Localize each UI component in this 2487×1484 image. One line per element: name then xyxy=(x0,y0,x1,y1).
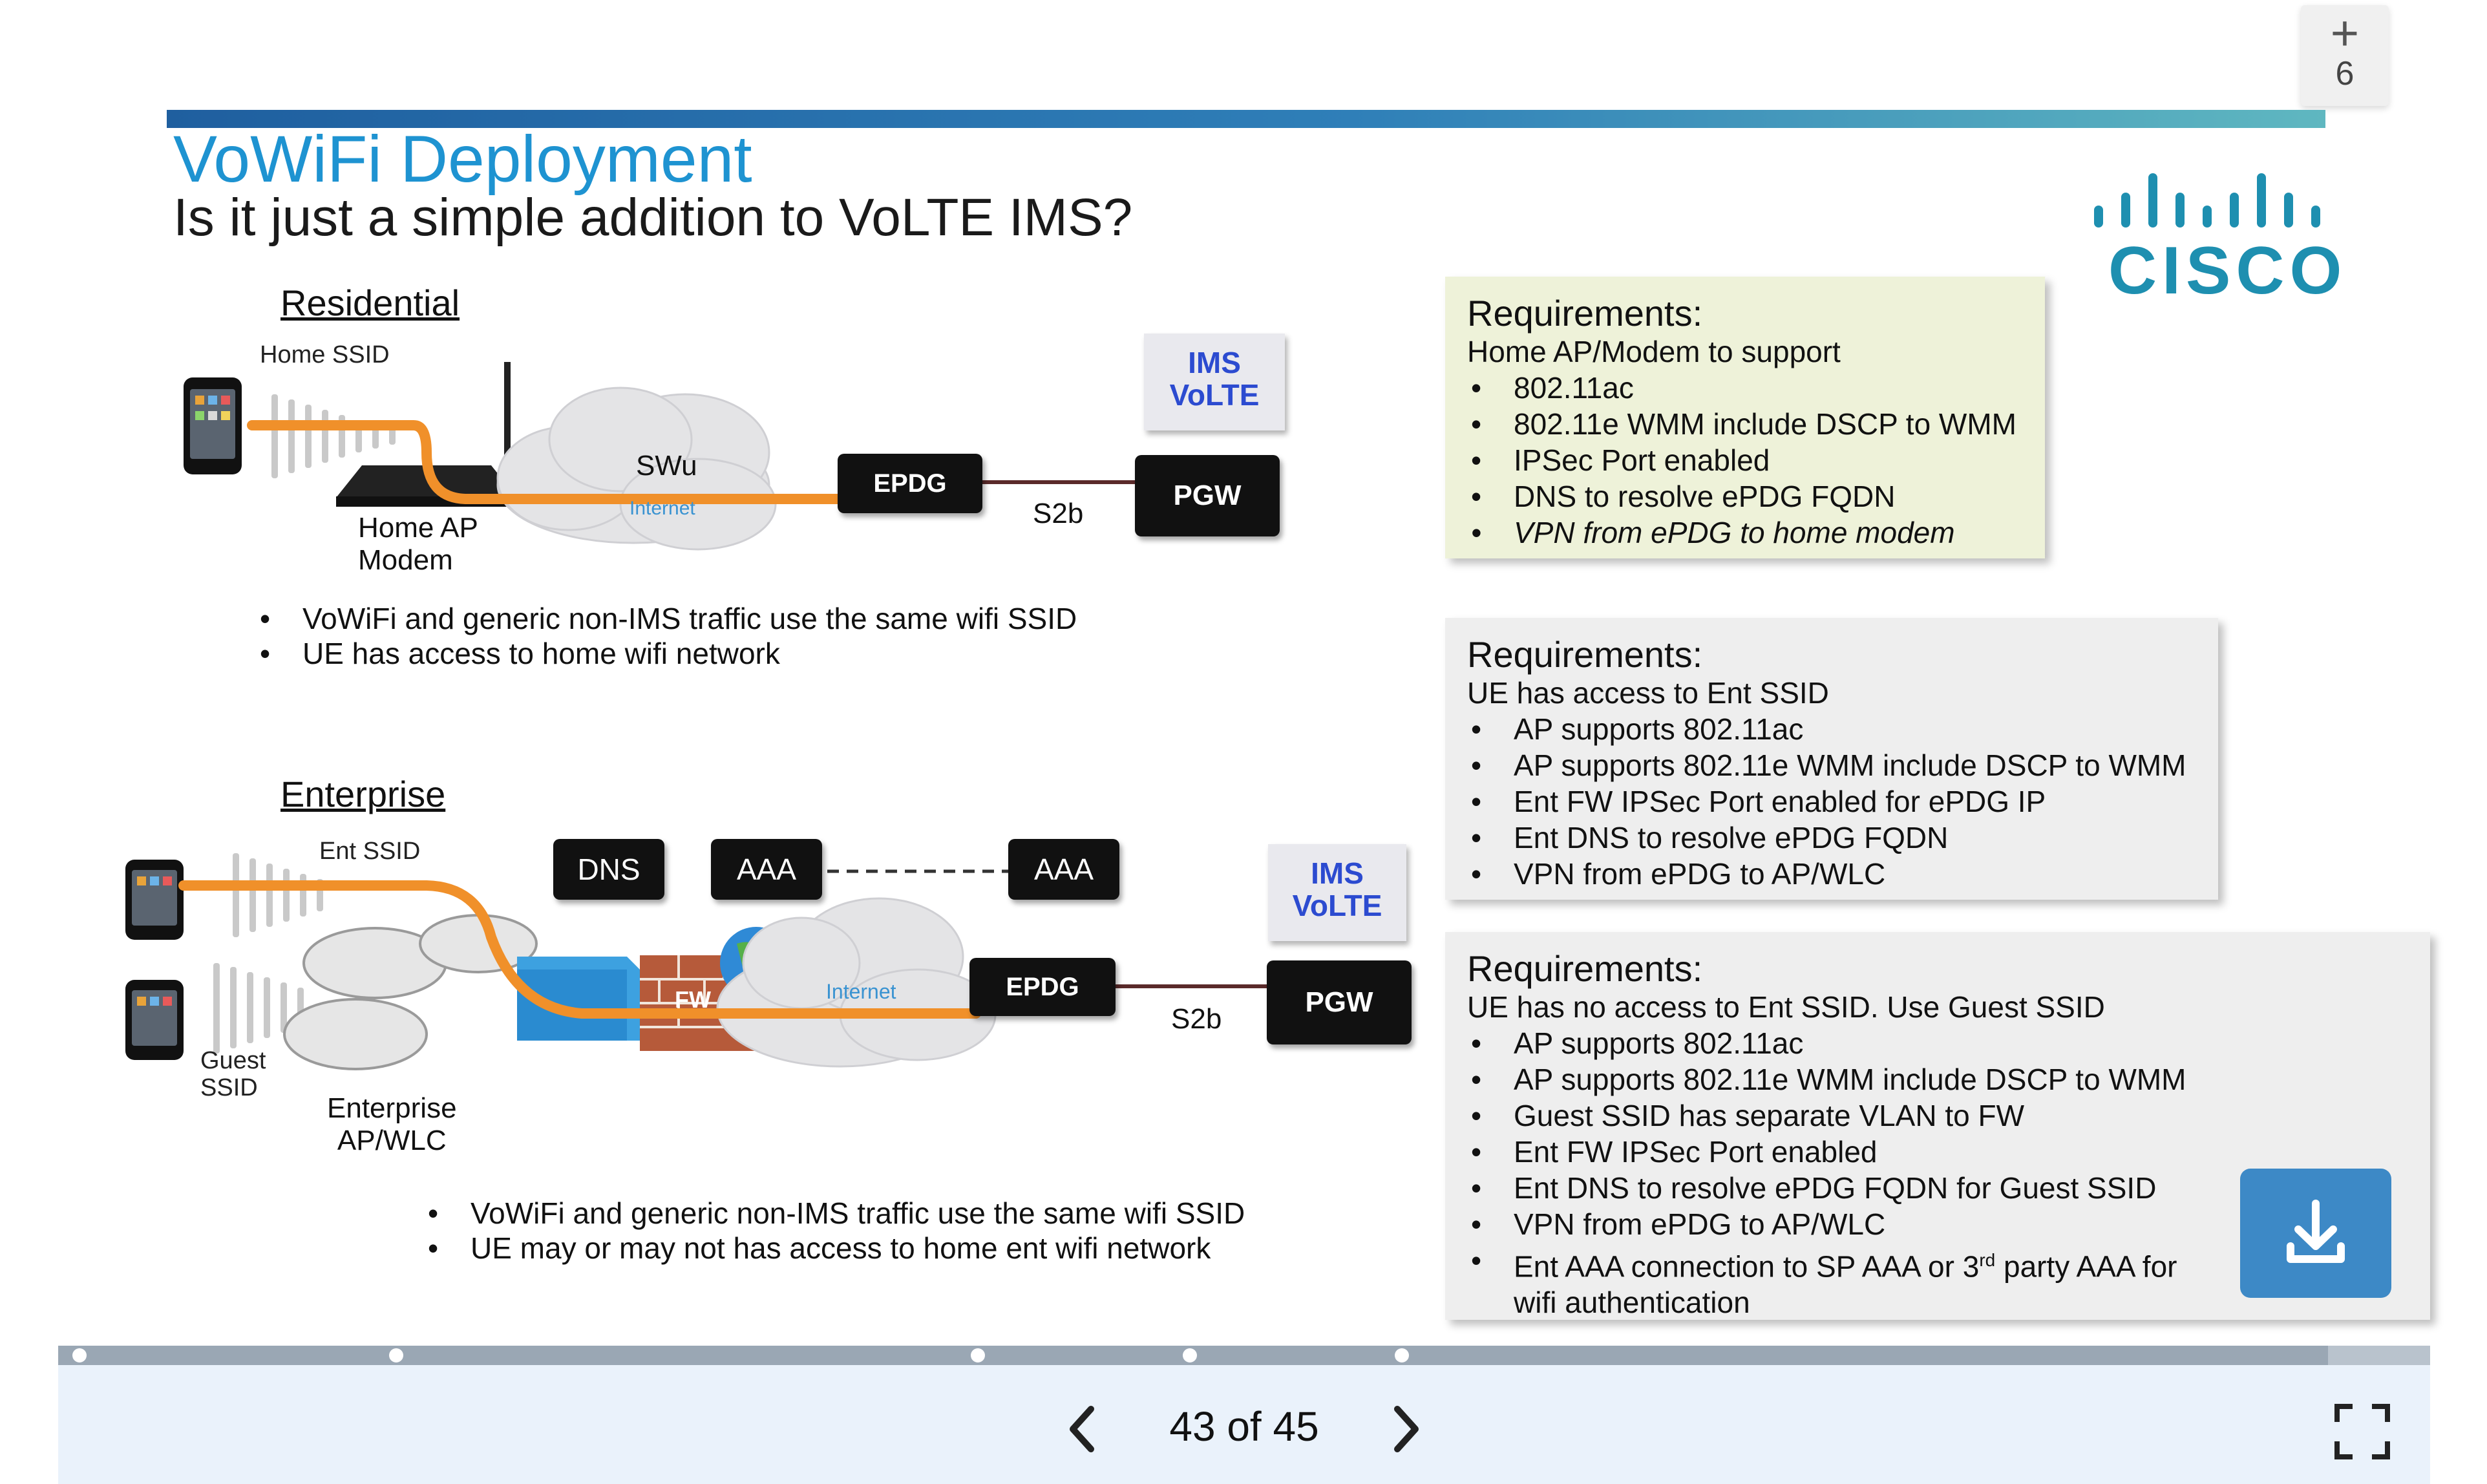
slide-subtitle: Is it just a simple addition to VoLTE IM… xyxy=(173,188,1133,247)
list-item: Guest SSID has separate VLAN to FW xyxy=(1467,1097,2408,1134)
phone-icon xyxy=(125,980,184,1060)
slide-navigation-bar xyxy=(58,1346,2430,1484)
aaa-node-right: AAA xyxy=(1008,839,1119,900)
ims-volte-node: IMS VoLTE xyxy=(1268,844,1406,941)
swu-label: SWu xyxy=(636,450,697,482)
download-button[interactable] xyxy=(2240,1169,2391,1298)
volte-label: VoLTE xyxy=(1292,889,1382,922)
list-item: Ent FW IPSec Port enabled for ePDG IP xyxy=(1467,783,2196,820)
enterprise-bullets: VoWiFi and generic non-IMS traffic use t… xyxy=(424,1196,1245,1266)
list-item: UE has access to home wifi network xyxy=(256,636,1077,671)
pgw-node: PGW xyxy=(1135,455,1280,536)
epdg-node: EPDG xyxy=(838,454,982,513)
dns-node: DNS xyxy=(553,839,664,900)
requirements-heading: Requirements: xyxy=(1467,634,1703,675)
fullscreen-icon xyxy=(2334,1404,2390,1459)
requirements-lead: UE has no access to Ent SSID. Use Guest … xyxy=(1467,990,2105,1024)
list-item: VPN from ePDG to home modem xyxy=(1467,514,2023,551)
requirements-box-guest: Requirements: UE has no access to Ent SS… xyxy=(1445,932,2430,1320)
requirements-box-residential: Requirements: Home AP/Modem to support 8… xyxy=(1445,277,2045,558)
list-item: AP supports 802.11e WMM include DSCP to … xyxy=(1467,1061,2408,1097)
slide-counter-badge[interactable]: + 6 xyxy=(2301,5,2389,106)
list-item: Ent FW IPSec Port enabled xyxy=(1467,1134,2408,1170)
list-item: AP supports 802.11ac xyxy=(1467,711,2196,747)
next-slide-button[interactable] xyxy=(1383,1400,1428,1458)
aaa-superscript: rd xyxy=(1979,1250,1996,1270)
enterprise-network-diagram xyxy=(125,853,1267,1070)
residential-bullets: VoWiFi and generic non-IMS traffic use t… xyxy=(256,601,1077,671)
wifi-signal-icon xyxy=(213,853,323,1054)
home-ssid-label: Home SSID xyxy=(260,341,390,368)
list-item: AP supports 802.11e WMM include DSCP to … xyxy=(1467,747,2196,783)
list-item: AP supports 802.11ac xyxy=(1467,1025,2408,1061)
s2b-label: S2b xyxy=(1033,498,1084,529)
list-item: VoWiFi and generic non-IMS traffic use t… xyxy=(424,1196,1245,1231)
epdg-node: EPDG xyxy=(969,958,1116,1016)
list-item: Ent AAA connection to SP AAA or 3rd part… xyxy=(1467,1242,2212,1320)
chevron-left-icon xyxy=(1070,1406,1094,1452)
aaa-node-left: AAA xyxy=(711,839,822,900)
ims-volte-node: IMS VoLTE xyxy=(1144,334,1285,430)
slide-header-bar xyxy=(167,110,2325,128)
internet-label: Internet xyxy=(630,498,695,519)
requirements-heading: Requirements: xyxy=(1467,948,1703,989)
page-indicator: 43 of 45 xyxy=(1169,1403,1319,1450)
fullscreen-button[interactable] xyxy=(2333,1403,2391,1461)
download-icon xyxy=(2287,1200,2345,1263)
requirements-lead: Home AP/Modem to support xyxy=(1467,335,1841,368)
list-item: Ent DNS to resolve ePDG FQDN for Guest S… xyxy=(1467,1170,2408,1206)
plus-icon: + xyxy=(2330,6,2360,61)
enterprise-text: Enterprise xyxy=(327,1092,457,1124)
ssid-text: SSID xyxy=(200,1074,258,1101)
list-item: VoWiFi and generic non-IMS traffic use t… xyxy=(256,601,1077,636)
chevron-right-icon xyxy=(1394,1406,1419,1452)
progress-bar-remaining[interactable] xyxy=(2328,1346,2430,1365)
home-ap-modem-label: Home AP Modem xyxy=(358,512,478,577)
s2b-label: S2b xyxy=(1171,1003,1222,1035)
aaa-text: Ent AAA connection to SP AAA or 3 xyxy=(1514,1249,1980,1284)
requirements-heading: Requirements: xyxy=(1467,293,1703,334)
list-item: 802.11ac xyxy=(1467,370,2023,406)
list-item: VPN from ePDG to AP/WLC xyxy=(1467,856,2196,892)
enterprise-ap-wlc-label: Enterprise AP/WLC xyxy=(327,1092,457,1157)
switch-icon xyxy=(517,957,640,1041)
list-item: Ent DNS to resolve ePDG FQDN xyxy=(1467,820,2196,856)
list-item: 802.11e WMM include DSCP to WMM xyxy=(1467,406,2023,442)
progress-marker[interactable] xyxy=(1395,1348,1409,1362)
internet-label: Internet xyxy=(826,980,896,1003)
progress-marker[interactable] xyxy=(389,1348,403,1362)
guest-ssid-label: Guest SSID xyxy=(200,1047,266,1101)
list-item: DNS to resolve ePDG FQDN xyxy=(1467,478,2023,514)
pgw-node: PGW xyxy=(1267,960,1412,1044)
slide-title: VoWiFi Deployment xyxy=(173,122,752,196)
access-point-icon xyxy=(283,914,538,1070)
counter-value: 6 xyxy=(2335,55,2355,92)
ent-ssid-label: Ent SSID xyxy=(319,838,421,865)
enterprise-section-title: Enterprise xyxy=(280,774,446,814)
requirements-box-enterprise: Requirements: UE has access to Ent SSID … xyxy=(1445,618,2218,900)
residential-network-diagram xyxy=(184,362,1150,551)
requirements-lead: UE has access to Ent SSID xyxy=(1467,676,1829,710)
phone-icon xyxy=(184,377,242,474)
progress-marker[interactable] xyxy=(1183,1348,1197,1362)
cisco-logo-icon xyxy=(2094,173,2320,228)
list-item: VPN from ePDG to AP/WLC xyxy=(1467,1206,2408,1242)
fw-label: FW xyxy=(675,986,711,1013)
guest-text: Guest xyxy=(200,1047,266,1074)
progress-marker[interactable] xyxy=(971,1348,985,1362)
list-item: UE may or may not has access to home ent… xyxy=(424,1231,1245,1266)
residential-section-title: Residential xyxy=(280,282,460,323)
ims-label: IMS xyxy=(1311,856,1364,890)
modem-text: Modem xyxy=(358,544,453,576)
volte-label: VoLTE xyxy=(1169,378,1260,412)
ap-wlc-text: AP/WLC xyxy=(337,1125,447,1156)
previous-slide-button[interactable] xyxy=(1060,1400,1105,1458)
aaa-text-rest: party AAA for wifi authentication xyxy=(1514,1249,2177,1320)
cisco-wordmark: CISCO xyxy=(2108,233,2347,308)
ims-label: IMS xyxy=(1188,346,1241,379)
home-ap-text: Home AP xyxy=(358,512,478,544)
list-item: IPSec Port enabled xyxy=(1467,442,2023,478)
progress-marker[interactable] xyxy=(72,1348,87,1362)
phone-icon xyxy=(125,860,184,940)
